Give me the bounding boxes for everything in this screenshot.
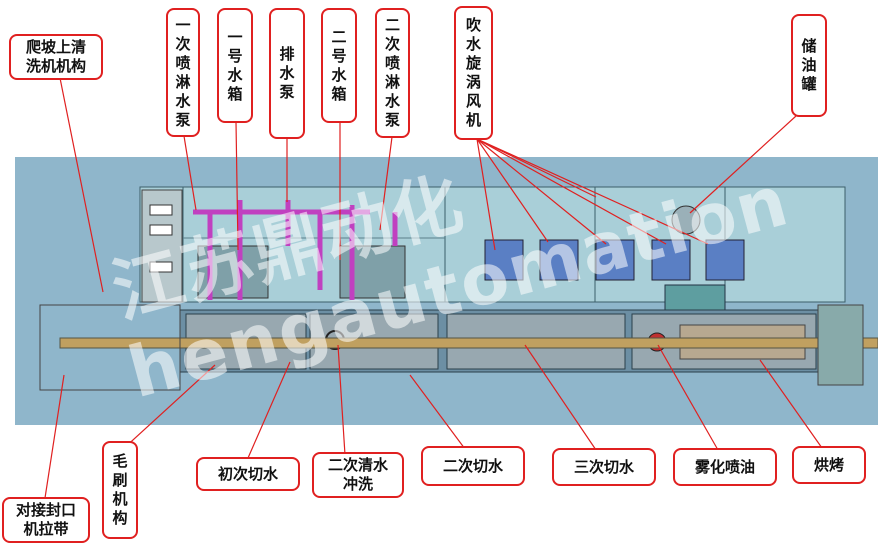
label-second-rinse: 二次清水 冲洗 <box>312 452 404 498</box>
blower-2 <box>539 239 579 281</box>
label-third-water-cut: 三次切水 <box>552 448 656 486</box>
label-first-water-cut: 初次切水 <box>196 457 300 491</box>
blower-5 <box>705 239 745 281</box>
label-second-water-cut: 二次切水 <box>421 446 525 486</box>
label-tank-2: 二号水箱 <box>321 8 357 123</box>
exit-frame <box>817 304 864 386</box>
blower-1 <box>484 239 524 281</box>
label-brush-mechanism: 毛刷机构 <box>102 441 138 539</box>
label-atomized-oil-spray: 雾化喷油 <box>673 448 777 486</box>
label-tank-1: 一号水箱 <box>217 8 253 123</box>
label-drain-pump: 排水泵 <box>269 8 305 139</box>
label-climb-slope-wash: 爬坡上清 洗机机构 <box>9 34 103 80</box>
entry-frame <box>39 304 181 391</box>
label-oil-tank: 储油罐 <box>791 14 827 117</box>
blower-3 <box>595 239 635 281</box>
conveyor-line <box>59 337 878 349</box>
leader-lines <box>44 77 823 499</box>
label-vortex-blower: 吹水旋涡风机 <box>454 6 493 140</box>
label-secondary-spray-pump: 二次喷淋水泵 <box>375 8 410 138</box>
blower-4 <box>651 239 691 281</box>
label-primary-spray-pump: 一次喷淋水泵 <box>166 8 200 137</box>
label-docking-seal-belt: 对接封口 机拉带 <box>2 497 90 543</box>
pipe-network <box>193 200 398 300</box>
label-baking: 烘烤 <box>792 446 866 484</box>
